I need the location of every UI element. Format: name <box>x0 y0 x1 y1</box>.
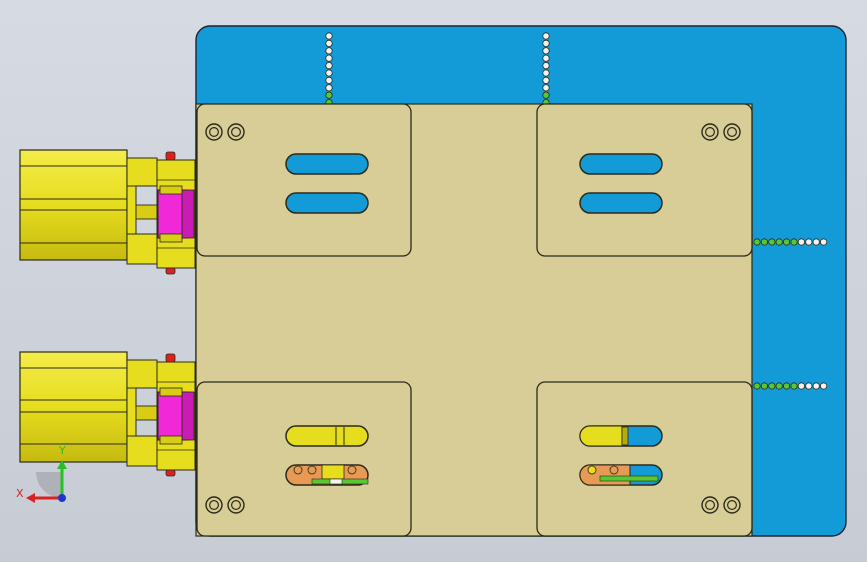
screw-dot <box>753 382 761 390</box>
triad-x-arrow <box>26 493 35 503</box>
triad-y-arrow <box>57 460 67 469</box>
screw-row-lower <box>753 382 828 390</box>
screw-dot <box>782 238 791 246</box>
triad-x-label: X <box>16 487 24 500</box>
screw-pair-top-left <box>205 123 245 141</box>
screw-dot <box>325 39 333 48</box>
triad-disc <box>36 472 62 498</box>
orientation-triad[interactable]: X Y <box>16 444 67 503</box>
screw-dot <box>768 382 776 390</box>
screw-pair-top-right <box>701 123 741 141</box>
screw-dot <box>542 84 550 92</box>
cylinder-assembly-upper[interactable] <box>19 149 196 275</box>
screw-dot <box>325 32 333 40</box>
screw-dot <box>325 91 333 99</box>
pad-top-left[interactable] <box>196 103 412 257</box>
screw-dot <box>542 76 550 85</box>
screw-pair-bottom-left <box>205 496 245 514</box>
screw-dot <box>819 238 828 246</box>
screw-socket <box>704 500 715 511</box>
triad-y-label: Y <box>58 444 66 457</box>
screw-socket <box>704 126 715 137</box>
screw-socket <box>209 126 220 137</box>
triad-z-axis <box>58 494 66 502</box>
screw-socket <box>726 500 737 511</box>
screw-dot <box>325 76 333 85</box>
screw-row-upper <box>753 238 828 246</box>
screw-dot <box>325 84 333 92</box>
screw-dot <box>542 61 550 70</box>
screw-dot <box>812 382 820 390</box>
pad-bottom-right[interactable] <box>536 381 753 537</box>
screw-dot <box>542 39 550 48</box>
screw-socket <box>726 126 737 137</box>
cylinder-assembly-lower[interactable] <box>19 351 196 477</box>
screw-dot <box>775 382 783 390</box>
screw-dot <box>325 69 333 77</box>
screw-socket <box>209 500 220 511</box>
piston-rod-upper <box>135 204 161 220</box>
screw-dot <box>542 32 550 40</box>
screw-dot <box>325 61 333 70</box>
screw-dot <box>775 238 783 246</box>
screw-dot <box>542 91 550 99</box>
screw-dot <box>542 69 550 77</box>
cylinder-body-lower[interactable] <box>19 351 128 463</box>
screw-pair-bottom-right <box>701 496 741 514</box>
screw-dot <box>325 47 333 55</box>
screw-socket <box>231 126 242 137</box>
pad-top-right[interactable] <box>536 103 753 257</box>
screw-dot <box>797 382 806 390</box>
screw-dot <box>819 382 828 390</box>
screw-dot <box>760 382 769 390</box>
piston-rod-lower <box>135 405 161 421</box>
screw-dot <box>782 382 791 390</box>
screw-dot <box>542 47 550 55</box>
screw-dot <box>325 54 333 62</box>
pad-bottom-left[interactable] <box>196 381 412 537</box>
screw-dot <box>797 238 806 246</box>
screw-dot <box>812 238 820 246</box>
screw-dot <box>753 238 761 246</box>
screw-dot <box>768 238 776 246</box>
screw-dot <box>790 382 798 390</box>
screw-dot <box>805 382 813 390</box>
screw-dot <box>805 238 813 246</box>
screw-socket <box>231 500 242 511</box>
screw-dot <box>542 54 550 62</box>
screw-dot <box>790 238 798 246</box>
screw-dot <box>760 238 769 246</box>
cylinder-body-upper[interactable] <box>19 149 128 261</box>
